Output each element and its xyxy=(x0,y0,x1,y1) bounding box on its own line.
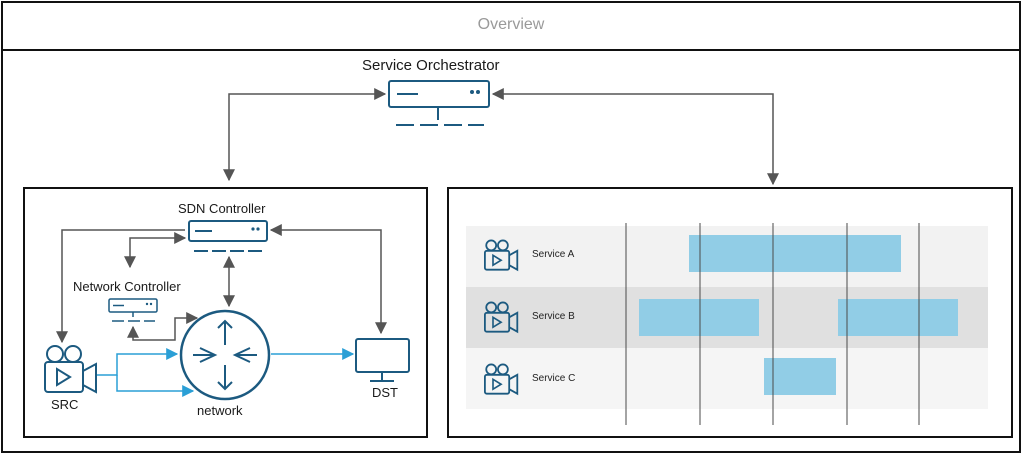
network-label: network xyxy=(197,403,243,418)
service-c-camera-icon xyxy=(484,363,519,396)
services-panel xyxy=(447,187,1013,438)
service-b-slot-bar[interactable] xyxy=(838,299,958,336)
service-c-row xyxy=(466,348,988,409)
service-b-label: Service B xyxy=(532,311,575,322)
network-controller-server-icon[interactable] xyxy=(108,298,158,322)
src-label: SRC xyxy=(51,397,79,412)
src-flow-lower-arrow xyxy=(116,375,195,397)
sdn-to-network-controller-arrow xyxy=(124,232,187,269)
orchestrator-label: Service Orchestrator xyxy=(362,57,500,74)
timeline-gridlines xyxy=(625,223,920,425)
service-c-label: Service C xyxy=(532,373,576,384)
orchestrator-to-network-arrow xyxy=(223,88,387,182)
sdn-controller-label: SDN Controller xyxy=(178,201,266,216)
network-router-icon[interactable] xyxy=(179,309,271,401)
orchestrator-to-services-arrow xyxy=(491,88,779,186)
service-a-slot-bar[interactable] xyxy=(689,235,901,272)
service-a-camera-icon xyxy=(484,239,519,272)
src-flow-upper-arrow xyxy=(97,348,179,376)
orchestrator-server-icon[interactable] xyxy=(388,80,490,126)
sdn-to-dst-arrow xyxy=(269,224,387,335)
network-controller-label: Network Controller xyxy=(73,279,181,294)
service-b-camera-icon xyxy=(484,301,519,334)
network-controller-to-network-arrow xyxy=(127,312,199,341)
dst-label: DST xyxy=(372,385,398,400)
network-panel xyxy=(23,187,428,438)
dst-monitor-icon[interactable] xyxy=(355,338,410,382)
service-b-slot-bar[interactable] xyxy=(639,299,759,336)
page-title: Overview xyxy=(1,1,1021,51)
service-c-slot-bar[interactable] xyxy=(764,358,836,395)
sdn-controller-server-icon[interactable] xyxy=(188,220,268,252)
sdn-to-src-arrow xyxy=(56,229,185,344)
src-camera-icon[interactable] xyxy=(44,345,97,394)
service-a-label: Service A xyxy=(532,249,575,260)
